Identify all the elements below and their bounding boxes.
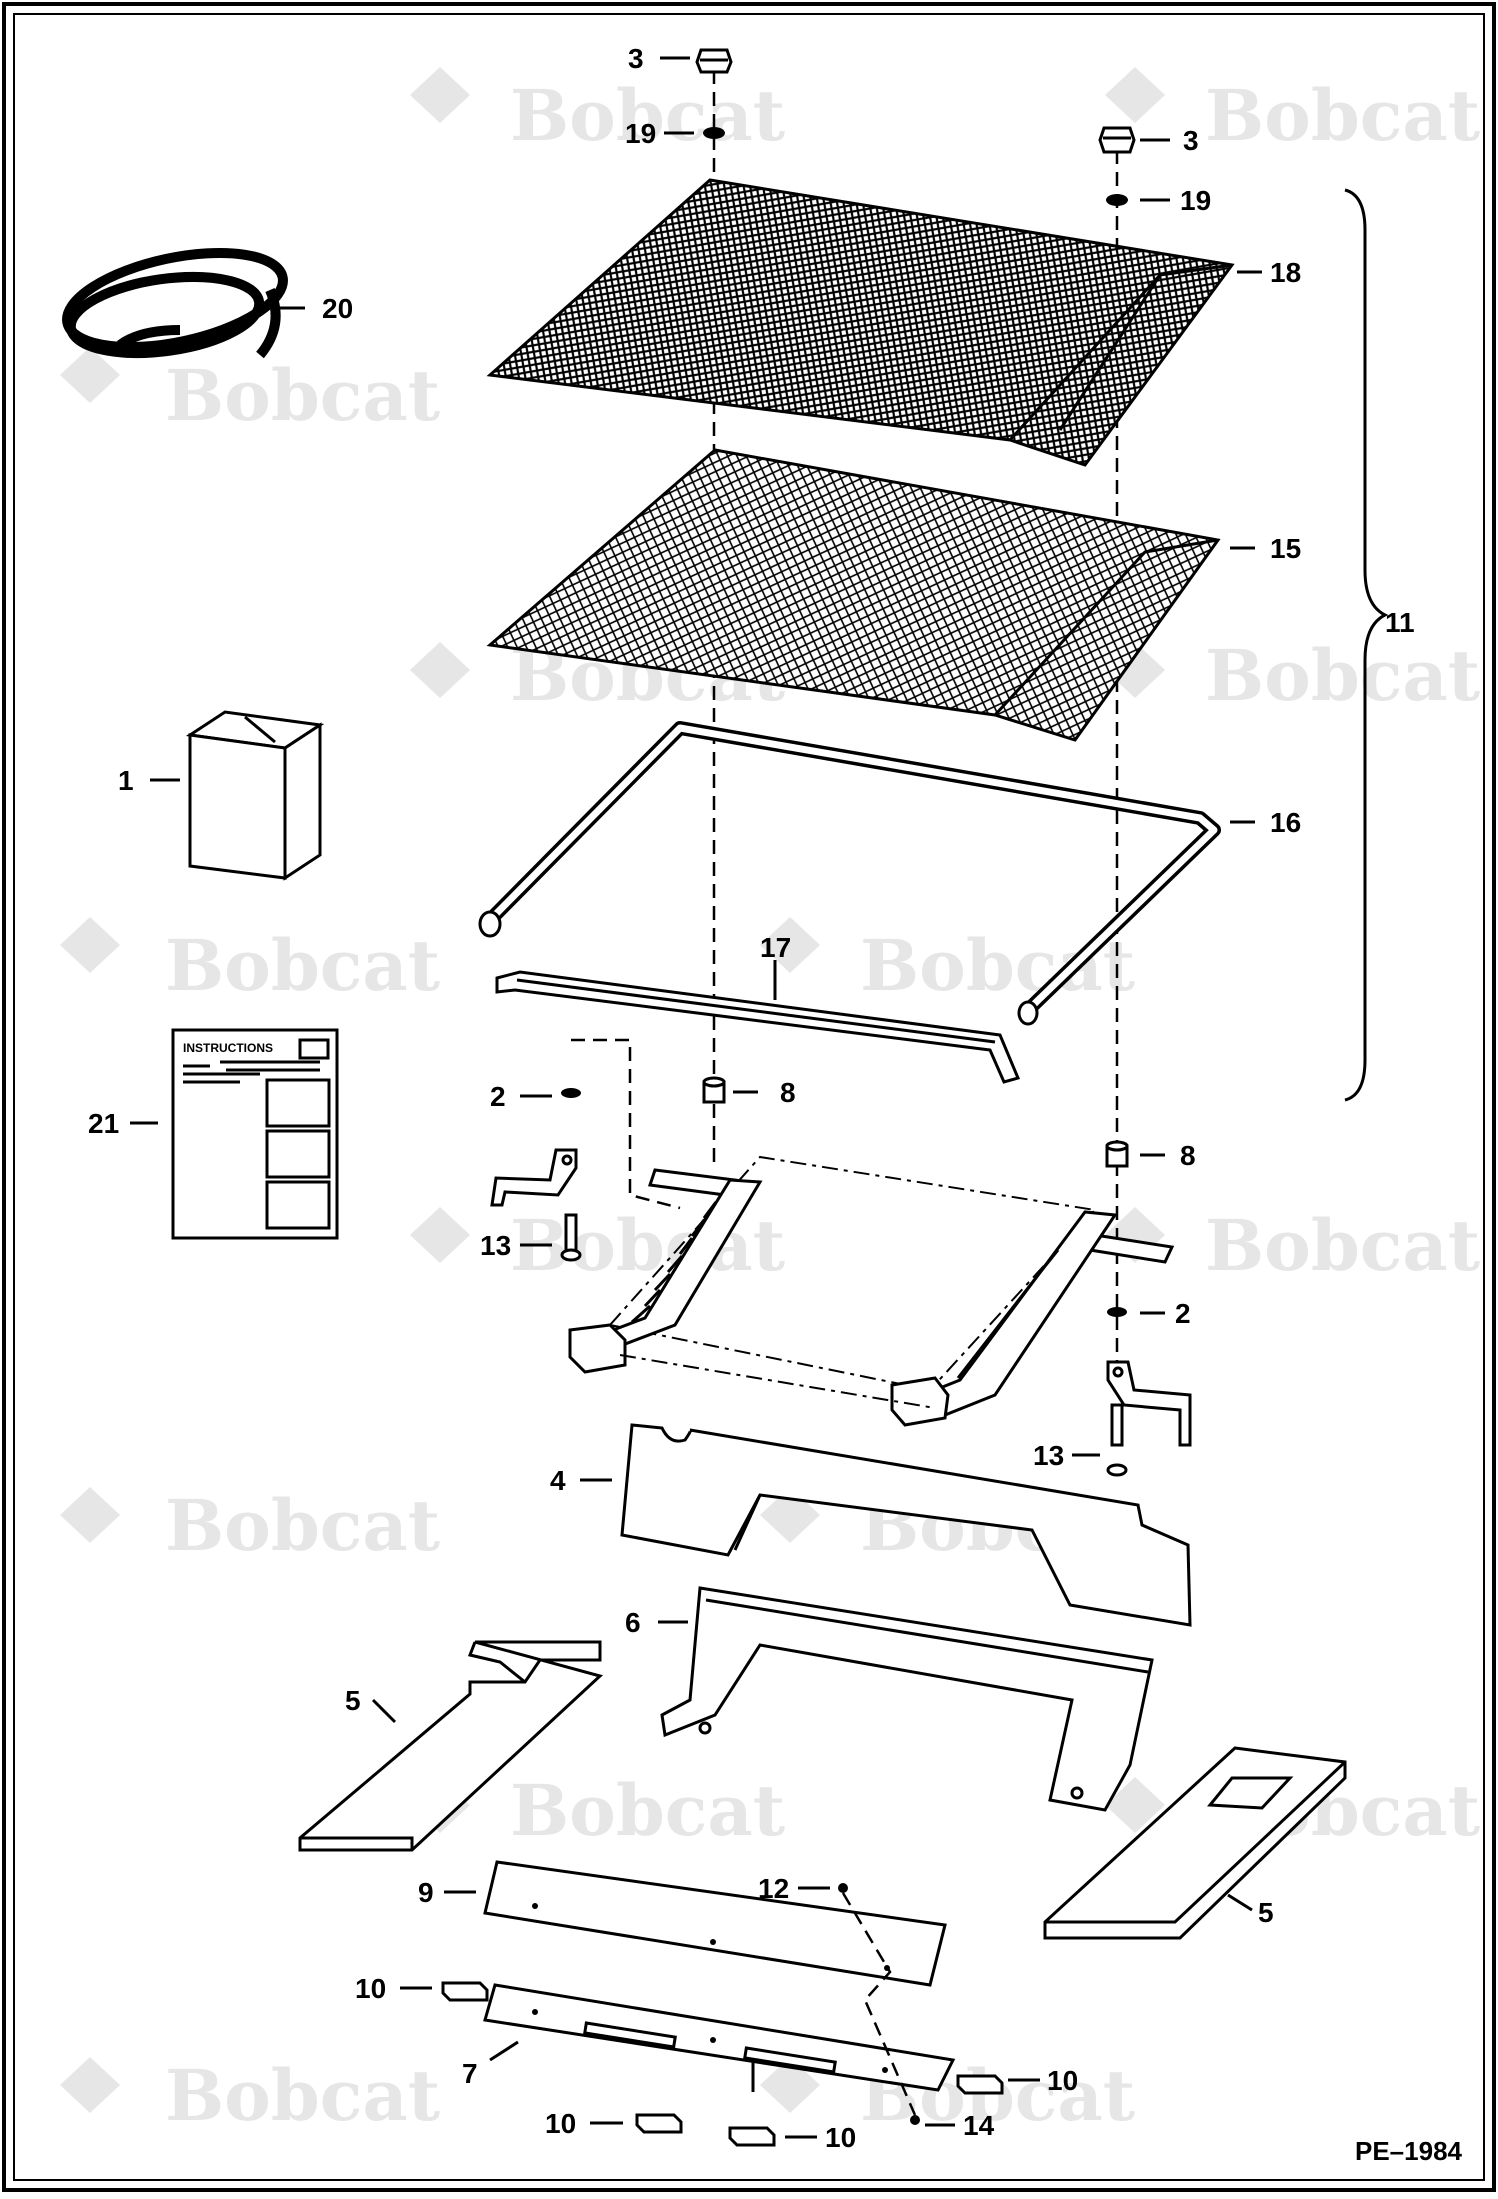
svg-text:Bobcat: Bobcat [165, 2054, 440, 2137]
callout-11: 11 [1385, 607, 1415, 638]
callout-18: 18 [1270, 257, 1301, 288]
strip-part-7 [483, 1983, 956, 2092]
svg-text:Bobcat: Bobcat [165, 1484, 440, 1567]
callout-7: 7 [462, 2058, 478, 2089]
bolt-part-13-left [560, 1213, 582, 1262]
watermark: Bobcat [60, 917, 440, 1007]
callout-6: 6 [625, 1607, 641, 1638]
callout-8-right: 8 [1180, 1140, 1196, 1171]
washer-part-19-left [703, 127, 725, 139]
knob-part-3-right [1098, 126, 1136, 154]
callout-9: 9 [418, 1877, 434, 1908]
strip-part-9 [483, 1860, 947, 1987]
callout-2-right: 2 [1175, 1298, 1191, 1329]
svg-text:Bobcat: Bobcat [165, 354, 440, 437]
rivet-part-12 [838, 1883, 848, 1893]
rivet-part-14 [910, 2115, 920, 2125]
callout-10-c: 10 [545, 2108, 576, 2139]
watermark: Bobcat [410, 1769, 785, 1852]
foam-pad-part-5-right [1043, 1746, 1347, 1940]
svg-text:Bobcat: Bobcat [165, 924, 440, 1007]
watermark: Bobcat [60, 1484, 440, 1567]
callout-10-a: 10 [355, 1973, 386, 2004]
svg-text:Bobcat: Bobcat [1205, 634, 1480, 717]
bolt-part-13-right [1106, 1403, 1128, 1477]
assembly-brace [1344, 188, 1389, 1102]
washer-part-2-right [1107, 1307, 1127, 1317]
watermark-group: Bobcat Bobcat Bobcat Bobcat Bobcat Bobca… [60, 67, 1480, 2137]
callout-8-left: 8 [780, 1077, 796, 1108]
inner-border [13, 13, 1485, 2181]
callout-21: 21 [88, 1108, 119, 1139]
pad-part-10-a [441, 1981, 489, 2002]
watermark: Bobcat [1105, 67, 1480, 157]
callout-12: 12 [758, 1873, 789, 1904]
washer-part-2-left [561, 1088, 581, 1098]
watermark: Bobcat [60, 2054, 440, 2137]
screen-part-15 [486, 448, 1221, 742]
svg-text:Bobcat: Bobcat [860, 924, 1135, 1007]
leader-lines [130, 56, 1262, 2139]
callout-labels: 3 19 3 19 18 15 11 16 17 8 8 2 2 13 13 1… [88, 43, 1415, 2153]
callout-14: 14 [963, 2110, 995, 2141]
instructions-title: INSTRUCTIONS [183, 1041, 273, 1055]
callout-16: 16 [1270, 807, 1301, 838]
callout-5-left: 5 [345, 1685, 361, 1716]
spacer-part-8-right [1105, 1140, 1129, 1168]
callout-13-right: 13 [1033, 1440, 1064, 1471]
watermark: Bobcat [760, 917, 1135, 1007]
callout-1: 1 [118, 765, 134, 796]
box-part-1 [185, 710, 325, 881]
bracket-left [490, 1148, 578, 1207]
callout-5-right: 5 [1258, 1897, 1274, 1928]
callout-15: 15 [1270, 533, 1301, 564]
callout-3-left: 3 [628, 43, 644, 74]
drawing-id: PE–1984 [1355, 2136, 1463, 2166]
watermark: Bobcat [1105, 634, 1480, 717]
hose-part-20 [62, 247, 288, 359]
callout-17: 17 [760, 932, 791, 963]
callout-10-d: 10 [825, 2122, 856, 2153]
seal-strip-part-17 [495, 970, 1021, 1084]
callout-20: 20 [322, 293, 353, 324]
callout-3-right: 3 [1183, 125, 1199, 156]
instruction-sheet-part-21: INSTRUCTIONS [171, 1028, 339, 1240]
pad-part-10-b [956, 2074, 1004, 2095]
pad-part-10-d [728, 2126, 776, 2147]
callout-19-right: 19 [1180, 185, 1211, 216]
support-part-6 [660, 1586, 1154, 1812]
callout-4: 4 [550, 1465, 566, 1496]
svg-text:Bobcat: Bobcat [510, 74, 785, 157]
svg-text:Bobcat: Bobcat [1205, 74, 1480, 157]
bracket-right [1106, 1360, 1192, 1447]
foam-pad-part-5-left [298, 1640, 604, 1852]
callout-2-left: 2 [490, 1081, 506, 1112]
spacer-part-8-left [702, 1076, 726, 1104]
callout-10-b: 10 [1047, 2065, 1078, 2096]
knob-part-3-left [695, 48, 733, 74]
cover-plate-part-4 [620, 1423, 1192, 1627]
svg-text:Bobcat: Bobcat [510, 1769, 785, 1852]
guide-line-bracket [571, 1038, 681, 1210]
callout-19-left: 19 [625, 118, 656, 149]
seal-frame-part-16 [478, 721, 1221, 1026]
callout-13-left: 13 [480, 1230, 511, 1261]
watermark: Bobcat [410, 67, 785, 157]
svg-text:Bobcat: Bobcat [1205, 1204, 1480, 1287]
screen-part-18 [486, 178, 1235, 467]
guide-line-rivets [841, 1892, 917, 2116]
washer-part-19-right [1106, 194, 1128, 206]
core-frame-assembly [568, 1155, 1175, 1427]
watermark: Bobcat [60, 347, 440, 437]
pad-part-10-c [635, 2113, 683, 2134]
